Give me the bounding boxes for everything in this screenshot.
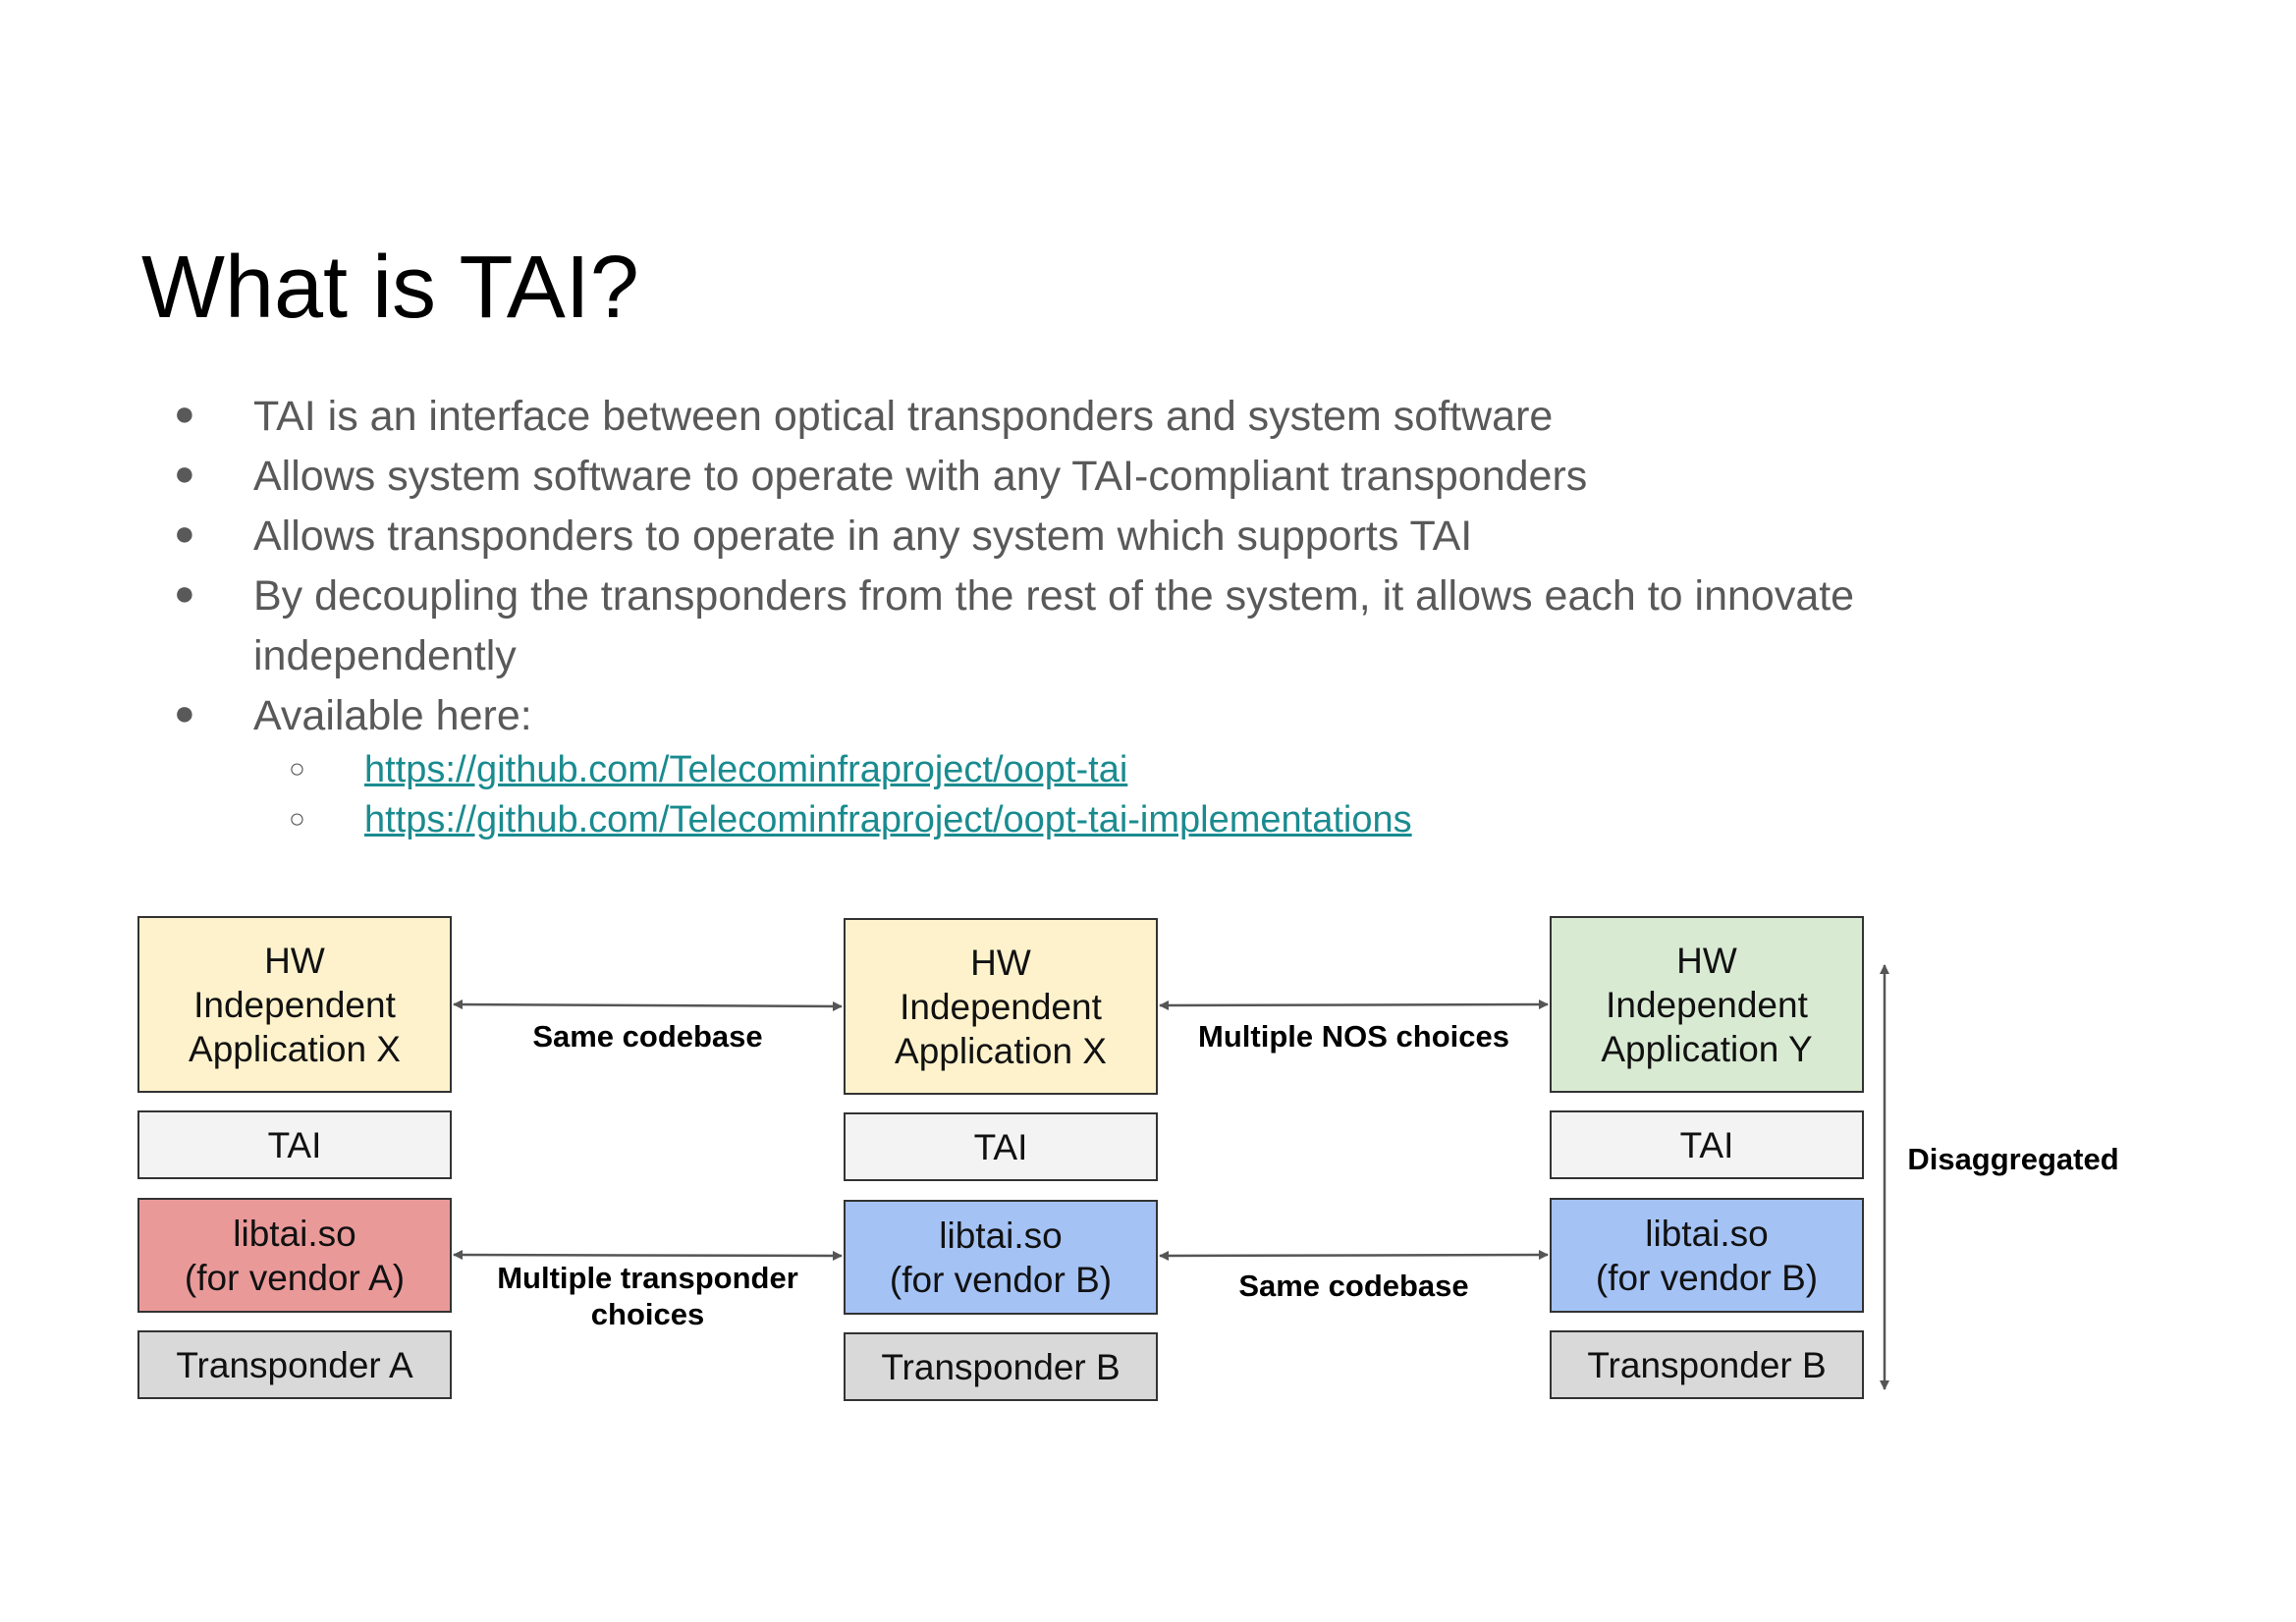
arrow-same-codebase-top bbox=[453, 1000, 843, 1011]
bullet-item-continuation: independently bbox=[253, 632, 517, 679]
transponder-box-stack-3: Transponder B bbox=[1550, 1330, 1864, 1399]
tai-box-stack-3: TAI bbox=[1550, 1110, 1864, 1179]
slide-title: What is TAI? bbox=[141, 239, 639, 337]
transponder-box-stack-1: Transponder A bbox=[137, 1330, 452, 1399]
github-link-oopt-tai-implementations[interactable]: https://github.com/Telecominfraproject/o… bbox=[364, 799, 1412, 840]
label-same-codebase-top: Same codebase bbox=[532, 1019, 763, 1054]
arrow-multiple-transponder-choices bbox=[453, 1250, 843, 1261]
transponder-box-stack-2: Transponder B bbox=[844, 1332, 1158, 1401]
app-box-stack-1: HW Independent Application X bbox=[137, 916, 452, 1093]
sub-bullet-circle-icon: ○ bbox=[289, 803, 305, 834]
label-multiple-transponder-choices: Multiple transponder choices bbox=[497, 1261, 798, 1331]
bullet-item: TAI is an interface between optical tran… bbox=[253, 393, 1554, 440]
label-same-codebase-bottom: Same codebase bbox=[1238, 1269, 1469, 1303]
bullet-item: By decoupling the transponders from the … bbox=[253, 572, 1855, 620]
bullet-item: Allows system software to operate with a… bbox=[253, 453, 1588, 500]
bullet-dot-icon: ● bbox=[174, 393, 195, 433]
bullet-item: Available here: bbox=[253, 692, 532, 739]
bullet-dot-icon: ● bbox=[174, 513, 195, 553]
bullet-dot-icon: ● bbox=[174, 692, 195, 732]
bullet-item: Allows transponders to operate in any sy… bbox=[253, 513, 1473, 560]
label-disaggregated: Disaggregated bbox=[1907, 1142, 2119, 1176]
arrow-multiple-nos-choices bbox=[1159, 1000, 1549, 1010]
libtai-box-stack-1: libtai.so (for vendor A) bbox=[137, 1198, 452, 1313]
bullet-dot-icon: ● bbox=[174, 572, 195, 613]
app-box-stack-3: HW Independent Application Y bbox=[1550, 916, 1864, 1093]
label-multiple-nos-choices: Multiple NOS choices bbox=[1198, 1019, 1509, 1054]
tai-box-stack-2: TAI bbox=[844, 1112, 1158, 1181]
arrow-same-codebase-bottom bbox=[1159, 1250, 1549, 1261]
bullet-dot-icon: ● bbox=[174, 453, 195, 493]
app-box-stack-2: HW Independent Application X bbox=[844, 918, 1158, 1095]
github-link-oopt-tai[interactable]: https://github.com/Telecominfraproject/o… bbox=[364, 749, 1128, 790]
libtai-box-stack-3: libtai.so (for vendor B) bbox=[1550, 1198, 1864, 1313]
libtai-box-stack-2: libtai.so (for vendor B) bbox=[844, 1200, 1158, 1315]
sub-bullet-circle-icon: ○ bbox=[289, 753, 305, 784]
tai-box-stack-1: TAI bbox=[137, 1110, 452, 1179]
